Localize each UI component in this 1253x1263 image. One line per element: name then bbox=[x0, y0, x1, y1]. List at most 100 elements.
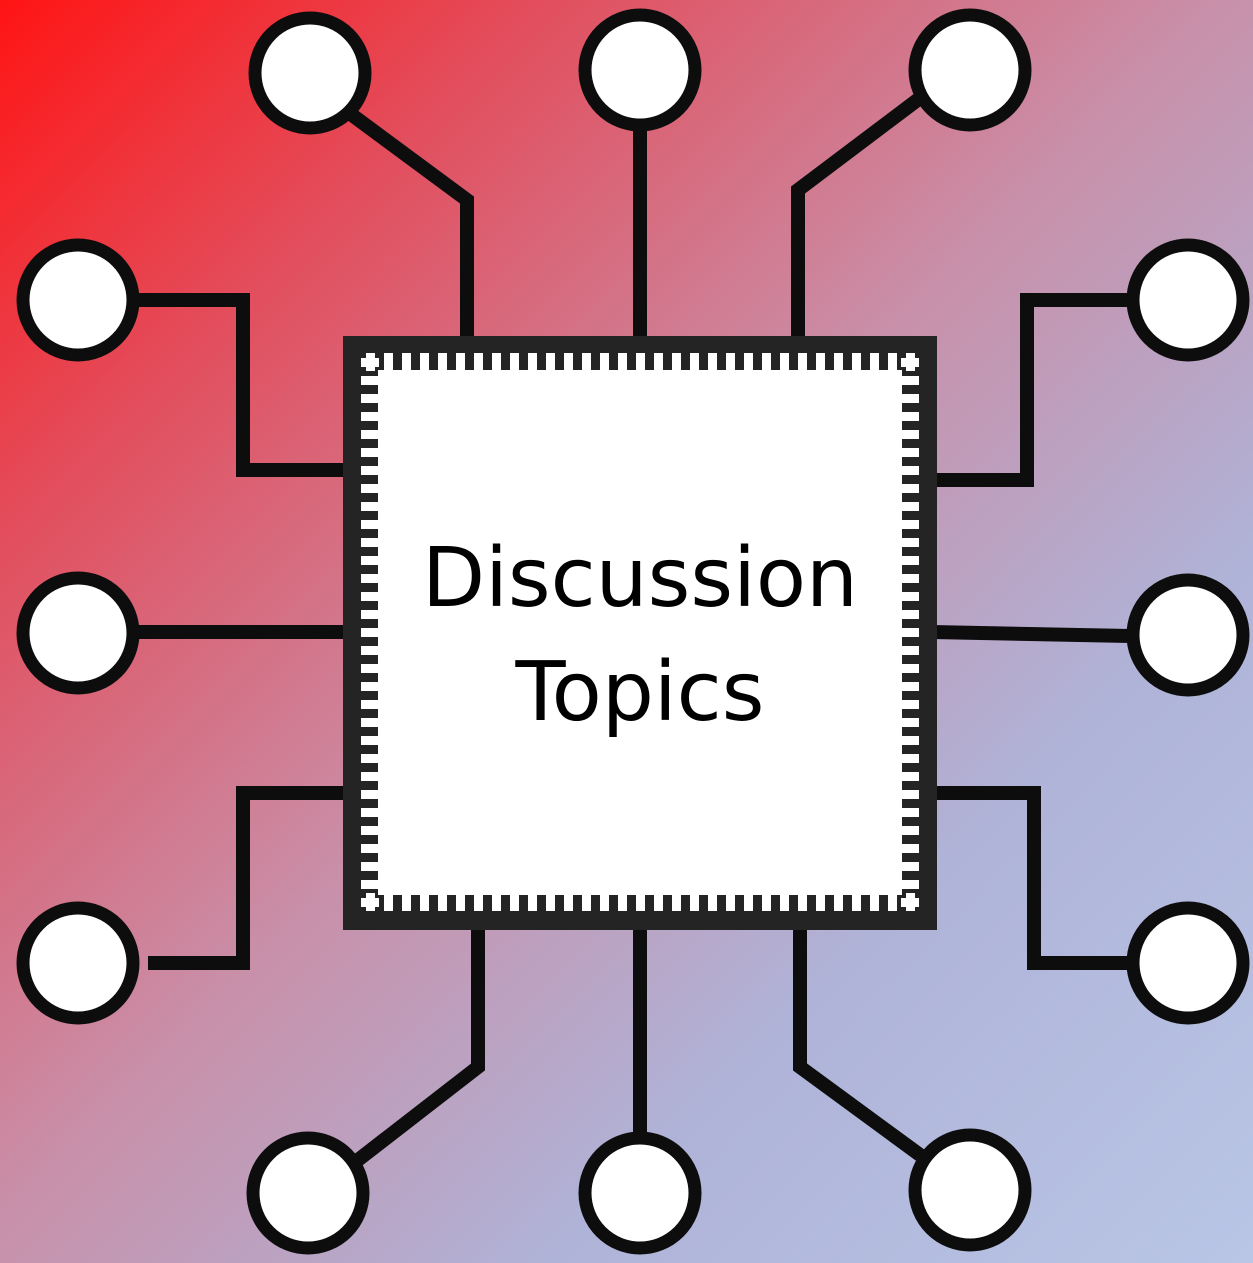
node-top-right bbox=[908, 8, 1032, 132]
chip-notch bbox=[901, 754, 919, 763]
chip-label-line1: Discussion bbox=[421, 531, 859, 626]
chip-notch bbox=[901, 358, 919, 367]
chip-notch bbox=[361, 772, 379, 781]
chip-notch bbox=[438, 893, 447, 911]
chip-notch bbox=[361, 358, 379, 367]
node-right-upper bbox=[1126, 238, 1250, 362]
chip-notch bbox=[546, 893, 555, 911]
chip-notch bbox=[726, 353, 735, 371]
wire-right-lower bbox=[932, 786, 1130, 970]
chip-notch bbox=[852, 353, 861, 371]
chip-notch bbox=[361, 718, 379, 727]
chip-notch bbox=[780, 893, 789, 911]
chip-notch bbox=[708, 893, 717, 911]
node-top-left bbox=[248, 11, 372, 135]
chip-notches bbox=[361, 353, 919, 911]
chip-notch bbox=[690, 353, 699, 371]
chip-notch bbox=[901, 790, 919, 799]
chip-notch bbox=[690, 893, 699, 911]
chip-notch bbox=[438, 353, 447, 371]
chip-notch bbox=[901, 394, 919, 403]
chip-notch bbox=[901, 700, 919, 709]
chip-notch bbox=[361, 754, 379, 763]
chip-notch bbox=[901, 538, 919, 547]
chip-notch bbox=[456, 893, 465, 911]
chip-notch bbox=[361, 628, 379, 637]
chip-notch bbox=[361, 736, 379, 745]
chip-notch bbox=[901, 718, 919, 727]
chip-notch bbox=[901, 376, 919, 385]
chip-notch bbox=[361, 610, 379, 619]
node-right-lower bbox=[1126, 901, 1250, 1025]
chip-notch bbox=[361, 376, 379, 385]
chip-notch bbox=[510, 893, 519, 911]
chip-notch bbox=[361, 808, 379, 817]
chip-notch bbox=[901, 520, 919, 529]
chip-notch bbox=[361, 556, 379, 565]
chip-notch bbox=[901, 808, 919, 817]
chip-notch bbox=[361, 484, 379, 493]
chip-notch bbox=[901, 628, 919, 637]
chip-notch bbox=[361, 394, 379, 403]
chip-notch bbox=[600, 353, 609, 371]
chip-notch bbox=[564, 353, 573, 371]
chip-notch bbox=[361, 880, 379, 889]
chip-notch bbox=[708, 353, 717, 371]
wire-top-right bbox=[791, 92, 925, 340]
chip-notch bbox=[901, 844, 919, 853]
chip-notch bbox=[361, 664, 379, 673]
nodes bbox=[16, 8, 1250, 1255]
chip-notch bbox=[901, 430, 919, 439]
wires bbox=[135, 92, 1131, 1166]
chip-notch bbox=[870, 353, 879, 371]
chip-notch bbox=[361, 844, 379, 853]
chip-notch bbox=[901, 772, 919, 781]
chip-notch bbox=[870, 893, 879, 911]
node-bottom-right bbox=[908, 1128, 1032, 1252]
node-top-center bbox=[578, 8, 702, 132]
chip-notch bbox=[402, 893, 411, 911]
chip-notch bbox=[456, 353, 465, 371]
chip-notch bbox=[361, 430, 379, 439]
chip-notch bbox=[901, 592, 919, 601]
chip-label-line2: Topics bbox=[515, 645, 765, 740]
node-bottom-center bbox=[578, 1131, 702, 1255]
chip-notch bbox=[654, 353, 663, 371]
chip-notch bbox=[901, 862, 919, 871]
wire-top-left bbox=[343, 106, 474, 340]
chip-notch bbox=[901, 484, 919, 493]
chip-notch bbox=[361, 898, 379, 907]
chip-notch bbox=[834, 893, 843, 911]
wire-bottom-right bbox=[793, 920, 925, 1161]
chip-notch bbox=[852, 893, 861, 911]
chip-notch bbox=[361, 700, 379, 709]
chip-notch bbox=[901, 664, 919, 673]
node-right-middle bbox=[1126, 573, 1250, 697]
chip-notch bbox=[901, 646, 919, 655]
chip-notch bbox=[420, 353, 429, 371]
chip-notch bbox=[780, 353, 789, 371]
chip-notch bbox=[654, 893, 663, 911]
chip-notch bbox=[901, 880, 919, 889]
chip-notch bbox=[474, 353, 483, 371]
chip-notch bbox=[672, 893, 681, 911]
node-left-upper bbox=[16, 238, 140, 362]
chip-notch bbox=[901, 574, 919, 583]
chip-notch bbox=[361, 412, 379, 421]
chip-notch bbox=[798, 353, 807, 371]
chip-notch bbox=[798, 893, 807, 911]
chip-notch bbox=[901, 448, 919, 457]
chip-notch bbox=[361, 538, 379, 547]
chip-notch bbox=[901, 412, 919, 421]
chip-notch bbox=[888, 893, 897, 911]
chip-notch bbox=[834, 353, 843, 371]
chip-notch bbox=[361, 574, 379, 583]
chip-notch bbox=[361, 448, 379, 457]
chip-notch bbox=[901, 826, 919, 835]
chip-notch bbox=[816, 893, 825, 911]
wire-left-lower bbox=[148, 786, 348, 970]
chip-notch bbox=[546, 353, 555, 371]
chip-notch bbox=[582, 893, 591, 911]
chip-notch bbox=[744, 893, 753, 911]
